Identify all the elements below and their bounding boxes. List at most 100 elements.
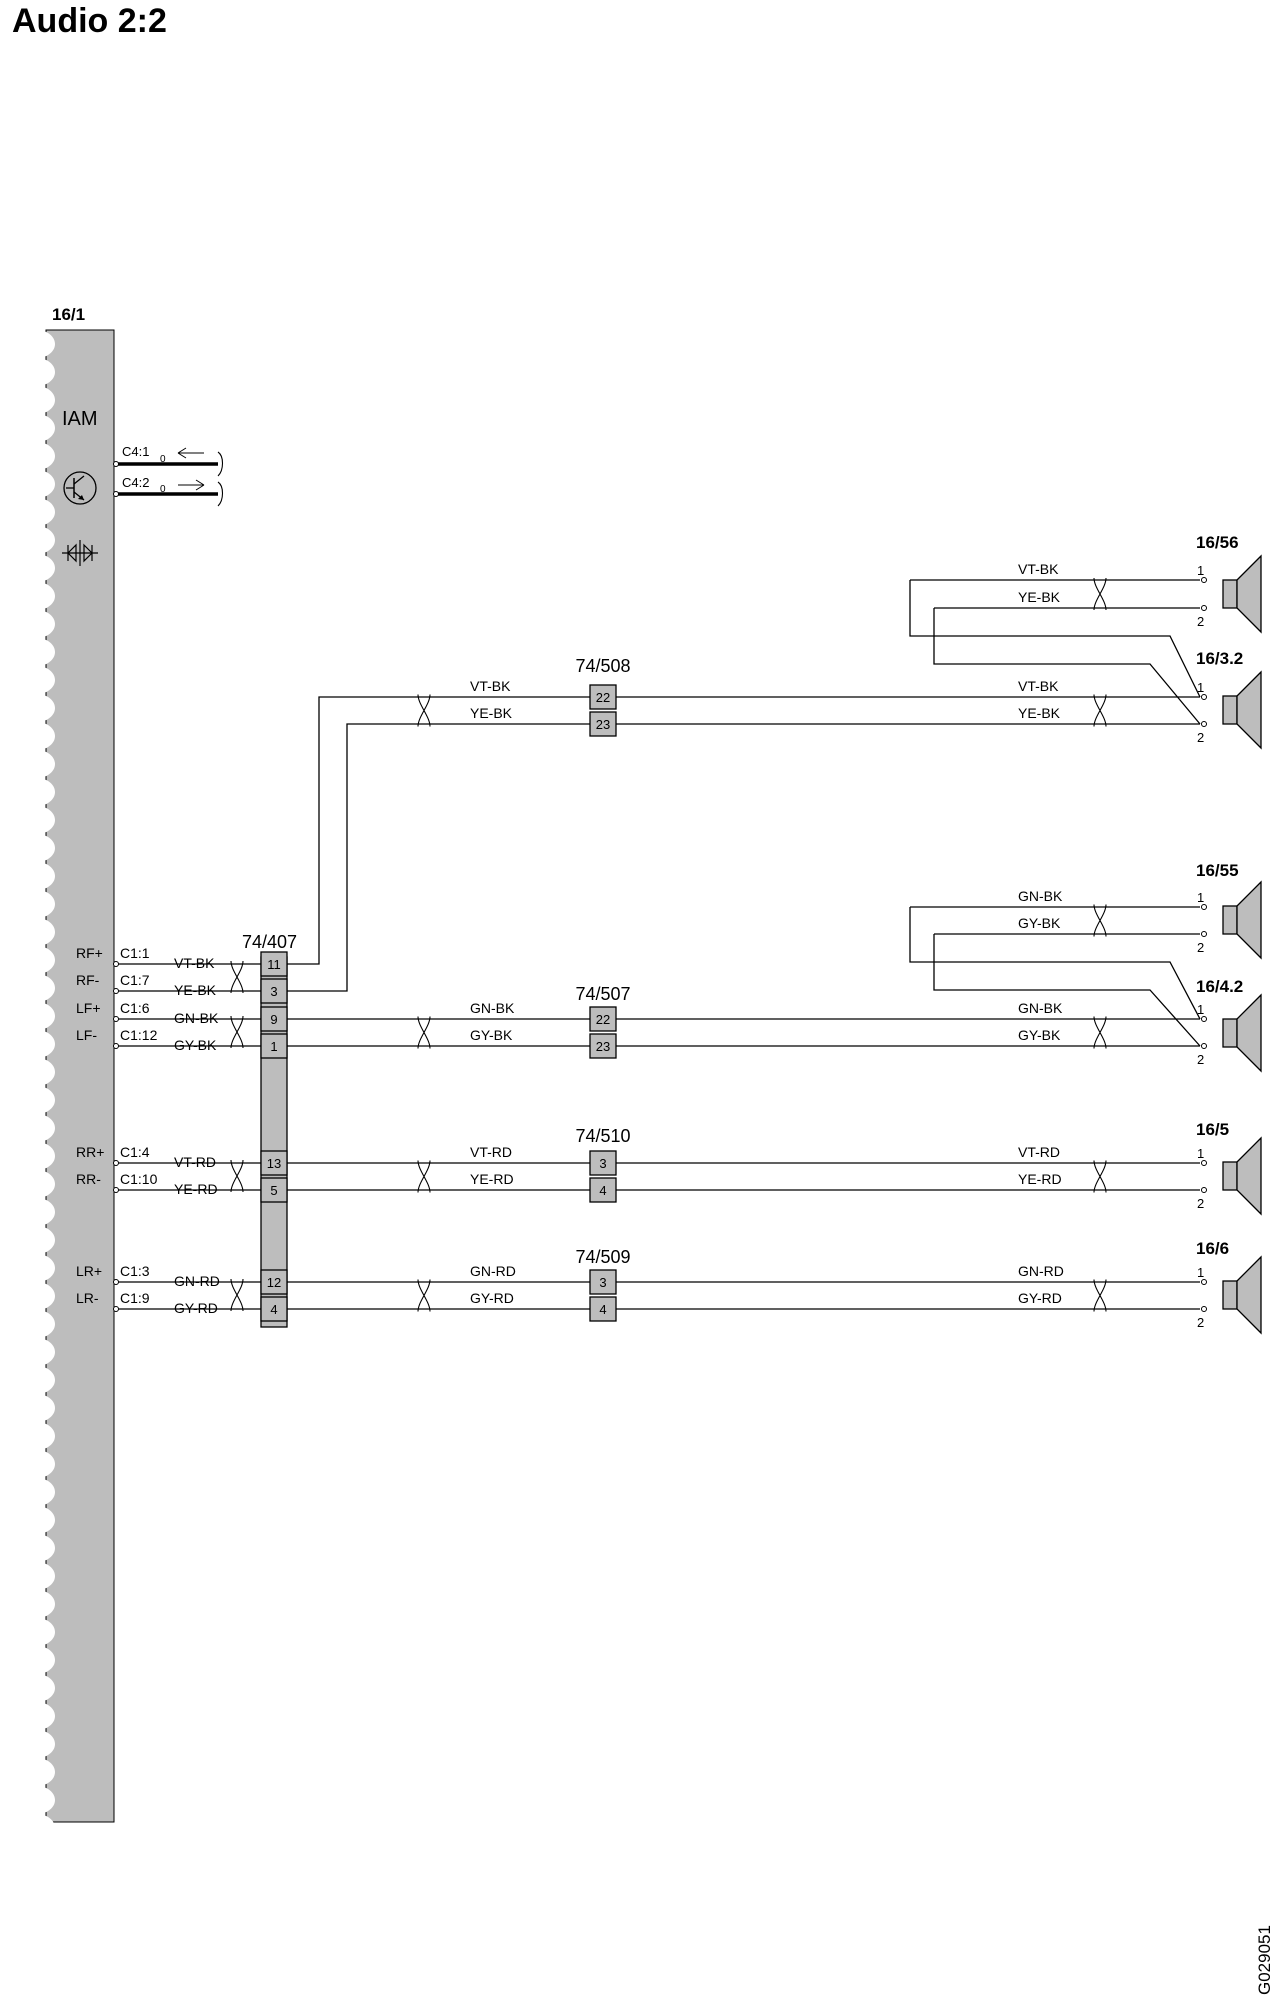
- pin-label: C1:6: [120, 1000, 150, 1016]
- arrow-right-icon: [178, 479, 205, 491]
- wire-color-label: YE-RD: [1018, 1171, 1062, 1187]
- wire-color-label: GN-RD: [174, 1273, 220, 1289]
- wire-color-label: VT-BK: [470, 678, 511, 694]
- speaker-pin-label: 1: [1197, 1146, 1204, 1161]
- twisted-pair-icon: [230, 1015, 244, 1049]
- twisted-pair-icon: [230, 1159, 244, 1193]
- speaker-pin-label: 1: [1197, 1002, 1204, 1017]
- pin-terminal: [113, 1043, 119, 1049]
- wire-segment: [909, 580, 1201, 698]
- speaker-icon: [1222, 1256, 1262, 1334]
- twisted-pair-icon: [417, 1015, 431, 1050]
- pin-label: C1:4: [120, 1144, 150, 1160]
- speaker-ref: 16/55: [1196, 861, 1239, 880]
- connector-pin-number: 13: [267, 1156, 281, 1171]
- pin-label: C1:12: [120, 1027, 158, 1043]
- wire-color-label: VT-RD: [470, 1144, 512, 1160]
- connector-pin-number: 3: [599, 1275, 606, 1290]
- speaker-ref: 16/5: [1196, 1120, 1229, 1139]
- wire-color-label: GN-BK: [1018, 888, 1063, 904]
- twisted-pair-icon: [1093, 903, 1107, 938]
- inline-connector-pin: [589, 1296, 617, 1322]
- signal-label: RR+: [76, 1144, 104, 1160]
- signal-label: RF-: [76, 972, 100, 988]
- inline-connector-ref: 74/508: [575, 656, 630, 676]
- connector-pin-number: 5: [270, 1183, 277, 1198]
- pin-terminal: [1201, 1043, 1207, 1049]
- connector-pin-cell: [260, 978, 288, 1004]
- pin-terminal: [113, 1160, 119, 1166]
- svg-text:0: 0: [160, 454, 166, 465]
- speaker-ref: 16/3.2: [1196, 649, 1243, 668]
- figure-code: G029051: [1255, 1925, 1274, 1995]
- pin-terminal: [113, 961, 119, 967]
- twisted-pair-icon: [1093, 693, 1107, 728]
- wire-color-label: VT-RD: [174, 1154, 216, 1170]
- wire-color-label: GN-BK: [470, 1000, 515, 1016]
- module-wavy-edge: [36, 330, 55, 1842]
- transistor-icon: [63, 471, 97, 505]
- pin-terminal: [1201, 931, 1207, 937]
- speaker-pin-label: 2: [1197, 1052, 1204, 1067]
- inline-connector-pin: [589, 1150, 617, 1176]
- signal-label: LF+: [76, 1000, 101, 1016]
- speaker-pin-label: 1: [1197, 680, 1204, 695]
- twisted-pair-icon: [230, 1278, 244, 1312]
- pin-terminal: [113, 1279, 119, 1285]
- signal-label: LF-: [76, 1027, 97, 1043]
- speaker-pin-label: 1: [1197, 890, 1204, 905]
- connector-pin-number: 11: [267, 957, 281, 972]
- speaker-ref: 16/4.2: [1196, 977, 1243, 996]
- pin-terminal: [113, 1187, 119, 1193]
- wire-color-label: GY-BK: [470, 1027, 513, 1043]
- wire-color-label: GY-RD: [174, 1300, 218, 1316]
- speaker-ref: 16/6: [1196, 1239, 1229, 1258]
- speaker-ref: 16/56: [1196, 533, 1239, 552]
- wire-color-label: GN-RD: [1018, 1263, 1064, 1279]
- twisted-pair-icon: [230, 960, 244, 994]
- connector-pin-number: 12: [267, 1275, 281, 1290]
- pin-terminal: [1201, 1016, 1207, 1022]
- wire-color-label: VT-BK: [1018, 678, 1059, 694]
- wire-color-label: VT-BK: [174, 955, 215, 971]
- connector-pin-cell: [260, 1033, 288, 1059]
- signal-label: RF+: [76, 945, 103, 961]
- wire-color-label: GN-BK: [1018, 1000, 1063, 1016]
- twisted-pair-icon: [1093, 1015, 1107, 1050]
- twisted-pair-icon: [417, 693, 431, 728]
- pin-terminal: [1201, 1279, 1207, 1285]
- pin-label: C1:3: [120, 1263, 150, 1279]
- connector-pin-cell: [260, 1150, 288, 1176]
- connector-pin-number: 3: [599, 1156, 606, 1171]
- pin-terminal: [1201, 721, 1207, 727]
- pin-terminal: [1201, 904, 1207, 910]
- speaker-icon: [1222, 994, 1262, 1072]
- inline-connector-pin: [589, 1006, 617, 1032]
- wire-color-label: VT-BK: [1018, 561, 1059, 577]
- speaker-icon: [1222, 671, 1262, 749]
- pin-label: C1:10: [120, 1171, 158, 1187]
- connector-pin-cell: [260, 1296, 288, 1322]
- wire-segment: [287, 723, 592, 992]
- speaker-pin-label: 2: [1197, 1315, 1204, 1330]
- connector-pin-number: 22: [596, 690, 610, 705]
- signal-label: RR-: [76, 1171, 101, 1187]
- connector-74-407-ref: 74/407: [242, 932, 297, 952]
- pin-label: C1:9: [120, 1290, 150, 1306]
- page-title: Audio 2:2: [12, 2, 167, 40]
- signal-label: LR-: [76, 1290, 99, 1306]
- wire-color-label: YE-RD: [174, 1181, 218, 1197]
- signal-label: LR+: [76, 1263, 102, 1279]
- twisted-pair-icon: [417, 1278, 431, 1313]
- pin-label: C1:7: [120, 972, 150, 988]
- connector-pin-number: 3: [270, 984, 277, 999]
- pin-terminal: [1201, 577, 1207, 583]
- wire-color-label: GN-BK: [174, 1010, 219, 1026]
- arrow-left-icon: [177, 447, 204, 459]
- wire-color-label: YE-BK: [470, 705, 513, 721]
- wire-color-label: GY-BK: [174, 1037, 217, 1053]
- wire-segment: [287, 696, 592, 965]
- inline-connector-ref: 74/509: [575, 1247, 630, 1267]
- c4-pin-2: C4:2 0: [113, 475, 224, 507]
